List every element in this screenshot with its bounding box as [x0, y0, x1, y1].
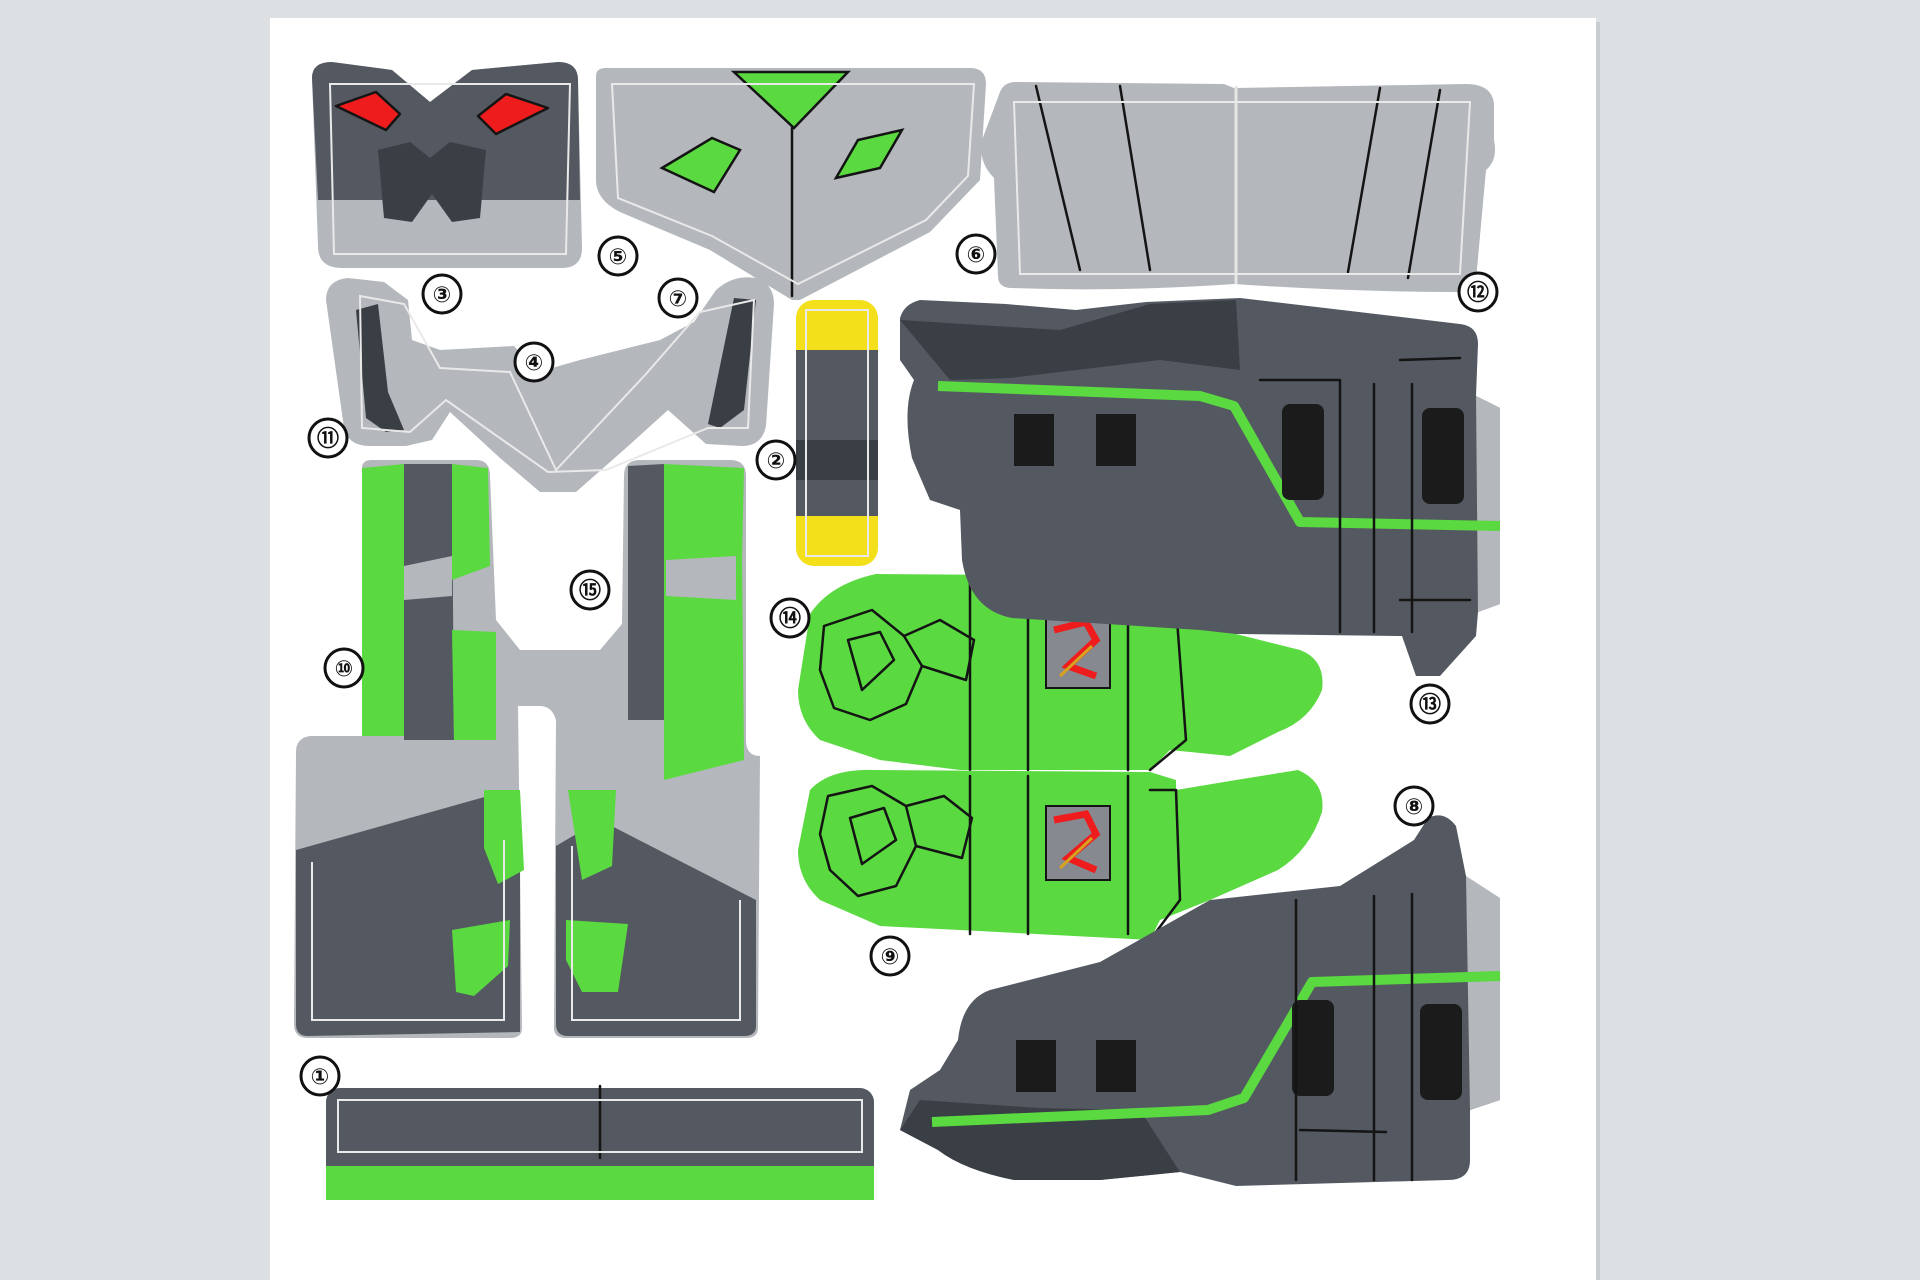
sticker-5-faceplate[interactable] — [596, 68, 986, 300]
label-5: ⑤ — [597, 235, 639, 277]
sticker-12-13-boot-upper[interactable] — [900, 298, 1501, 676]
svg-text:⑭: ⑭ — [779, 606, 801, 632]
svg-text:⑪: ⑪ — [317, 426, 339, 452]
label-15: ⑮ — [569, 569, 611, 611]
sticker-9-arm-lower[interactable] — [798, 769, 1323, 942]
label-4: ④ — [513, 341, 555, 383]
svg-text:⑤: ⑤ — [609, 245, 628, 270]
sticker-10-15-legs[interactable] — [294, 460, 760, 1038]
label-7: ⑦ — [657, 277, 699, 319]
label-1: ① — [299, 1055, 341, 1097]
sticker-6-12-shoulder-panel[interactable] — [981, 82, 1495, 292]
label-12: ⑫ — [1457, 271, 1499, 313]
svg-text:⑫: ⑫ — [1467, 280, 1489, 306]
svg-text:⑬: ⑬ — [1419, 692, 1441, 718]
svg-text:①: ① — [311, 1065, 330, 1090]
label-11: ⑪ — [307, 417, 349, 459]
sticker-1-belt[interactable] — [326, 1084, 874, 1200]
svg-text:⑥: ⑥ — [967, 243, 986, 268]
label-14: ⑭ — [769, 597, 811, 639]
label-2: ② — [755, 439, 797, 481]
svg-text:⑩: ⑩ — [335, 657, 354, 682]
sticker-4-yoke[interactable] — [326, 277, 774, 492]
label-6: ⑥ — [955, 233, 997, 275]
svg-text:④: ④ — [525, 351, 544, 376]
svg-text:⑨: ⑨ — [881, 945, 900, 970]
label-13: ⑬ — [1409, 683, 1451, 725]
sticker-8-boot-lower[interactable] — [900, 815, 1501, 1186]
svg-text:③: ③ — [433, 283, 452, 308]
svg-text:②: ② — [767, 449, 786, 474]
svg-text:⑮: ⑮ — [579, 578, 601, 604]
label-10: ⑩ — [323, 647, 365, 689]
sticker-3-head[interactable] — [312, 62, 582, 268]
svg-text:⑧: ⑧ — [1405, 795, 1424, 820]
label-9: ⑨ — [869, 935, 911, 977]
sticker-2-bar[interactable] — [796, 300, 878, 566]
svg-text:⑦: ⑦ — [669, 287, 688, 312]
label-3: ③ — [421, 273, 463, 315]
label-8: ⑧ — [1393, 785, 1435, 827]
